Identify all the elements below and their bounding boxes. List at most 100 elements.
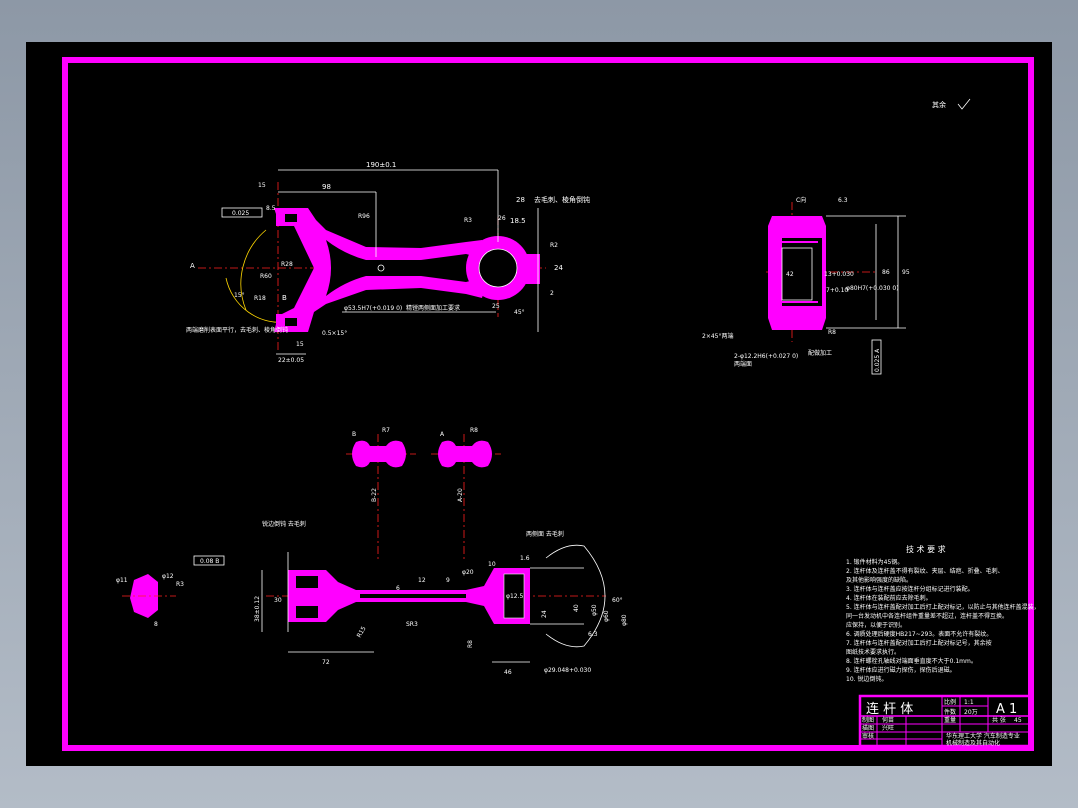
- dim-15-angle: 15°: [234, 292, 245, 299]
- dim-r28: R28: [281, 261, 293, 268]
- note-bottom: 两端磨削表面平行，去毛刺、棱角倒钝: [186, 326, 288, 334]
- dim-42: 42: [786, 271, 794, 278]
- drawn-label: 制图: [862, 716, 874, 724]
- dim-24c: 24: [541, 610, 548, 618]
- design-label: 描图: [862, 724, 874, 732]
- dim-r8: R8: [828, 329, 836, 336]
- side-lines: [782, 241, 818, 303]
- tolerance-c: 0.08 B: [200, 558, 219, 565]
- view-c-top: 0.08 B 锐边倒钝 去毛刺 两侧面 去毛刺 38±0.12 30 72 46…: [193, 520, 628, 676]
- qty-value: 20万: [964, 709, 978, 716]
- top-big-end-bore: [503, 573, 525, 619]
- tolerance-b: 0.025 A: [874, 348, 881, 372]
- dim-bolt-holes: 2-φ12.2H6(+0.027 0): [734, 353, 798, 360]
- dim-6-3: 6.3: [838, 197, 848, 204]
- dim-r96: R96: [358, 213, 370, 220]
- req-item-2: 2. 连杆体及连杆盖不得有裂纹、夹层、结疤、折叠、毛刺、: [846, 567, 1004, 575]
- dim-98: 98: [322, 183, 331, 191]
- req-item-11: 图纸技术要求执行。: [846, 648, 900, 656]
- side-cutout: [782, 238, 822, 306]
- req-item-7: 同一台发动机中各连杆组件重量差不超过，连杆盖不得互换。: [846, 612, 1008, 620]
- check-label: 审核: [862, 732, 874, 740]
- roughness-note: 其余: [932, 100, 946, 109]
- dim-r18: R18: [254, 295, 266, 302]
- dim-chamfer: 0.5×15°: [322, 330, 347, 337]
- dim-r8c: R8: [467, 640, 474, 648]
- dim-r3: R3: [464, 217, 472, 224]
- school-line-1: 华东理工大学 汽车制造专业: [946, 732, 1020, 740]
- tolerance-value: 0.025: [232, 210, 249, 217]
- cad-drawing: 其余 190±0.1 98 28 18.5 24 26 去毛刺、棱角: [62, 57, 1040, 751]
- note-bore: 精镗两侧面加工要求: [406, 304, 460, 312]
- roughness-symbol: [957, 98, 971, 110]
- note-ends: 两端面: [734, 360, 752, 368]
- sheet-size: A 1: [996, 702, 1017, 717]
- section-label-b: B: [352, 431, 356, 438]
- detail-view: φ11 φ12 8 R3: [116, 573, 184, 628]
- note-right-c: 两侧面 去毛刺: [526, 530, 564, 538]
- dim-bore-c: φ29.048+0.030: [544, 667, 591, 674]
- req-item-1: 1. 锻件材料为45钢。: [846, 558, 903, 566]
- qty-label: 件数: [944, 708, 956, 716]
- dim-r7: R7: [382, 427, 390, 434]
- section-a: [438, 440, 492, 468]
- dim-15c: φ20: [462, 569, 474, 576]
- dim-86: 86: [882, 269, 890, 276]
- title-block-frame: [858, 694, 1032, 748]
- dim-46: 46: [504, 669, 512, 676]
- top-web-groove: [360, 594, 466, 598]
- dim-sr: SR3: [406, 621, 418, 628]
- bolt-hole-top: [285, 214, 297, 222]
- req-item-3: 及其他影响强度的缺陷。: [846, 576, 912, 584]
- dim-72: 72: [322, 659, 330, 666]
- dim-28: 28: [516, 196, 525, 204]
- design-by: 兴旺: [882, 724, 894, 732]
- tolerance-frame: [221, 207, 263, 218]
- drawn-by: 何苗: [882, 716, 894, 724]
- tolerance-frame-b: [871, 339, 882, 375]
- dim-8d: 8: [154, 621, 158, 628]
- dim-38: 38±0.12: [254, 596, 261, 622]
- dim-bore-b: φ80H7(+0.030 0): [846, 285, 899, 292]
- req-item-5: 4. 连杆体在装配前应去除毛刺。: [846, 594, 932, 602]
- dim-46b: 10: [488, 561, 496, 568]
- dim-phi12: φ12: [162, 573, 174, 580]
- requirements-title: 技 术 要 求: [906, 544, 946, 554]
- dim-40: 40: [573, 604, 580, 612]
- dim-45deg: 45°: [514, 309, 525, 316]
- rod-web-cutout: [326, 240, 474, 296]
- dim-15: 15: [258, 182, 266, 189]
- ratio-value: 1:1: [964, 699, 974, 706]
- dim-phi11: φ11: [116, 577, 128, 584]
- tolerance-frame-c: [193, 555, 225, 566]
- view-a-front: 190±0.1 98 28 18.5 24 26 去毛刺、棱角倒钝 15 8.5…: [186, 161, 590, 364]
- section-label-a: A: [440, 431, 445, 438]
- req-item-14: 10. 锐边倒钝。: [846, 675, 887, 683]
- req-item-9: 6. 调质处理后硬度HB217~293。表面不允许有裂纹。: [846, 630, 992, 638]
- dim-r2: R2: [550, 242, 558, 249]
- dim-25: 25: [492, 303, 500, 310]
- req-item-13: 9. 连杆体应进行磁力探伤，探伤后退磁。: [846, 666, 956, 674]
- construction-arc-1: [240, 229, 267, 311]
- dim-95: 95: [902, 269, 910, 276]
- dim-22: 22±0.05: [278, 357, 304, 364]
- dim-12-5: φ12.5: [506, 593, 524, 600]
- dim-12: 12: [418, 577, 426, 584]
- dim-9: 9: [446, 577, 450, 584]
- label-a: A: [190, 262, 195, 270]
- dim-2: 2: [550, 290, 554, 297]
- view-b-side: C向 6.3 13+0.030 7+0.10 42 86 95 φ80H7(+0…: [702, 196, 910, 375]
- dim-phi60: φ60: [603, 610, 610, 622]
- dim-15b: 15: [296, 341, 304, 348]
- label-c-view: C向: [796, 196, 806, 204]
- dim-24: 24: [554, 264, 563, 272]
- school-line-2: 机械制造及其自动化: [946, 739, 1000, 747]
- dim-bore: φ53.5H7(+0.019 0): [344, 305, 402, 312]
- cross-sections: B R7 A R8 B-22 A-20: [346, 427, 501, 562]
- dim-30: 30: [274, 597, 282, 604]
- ratio-label: 比例: [944, 698, 956, 706]
- req-item-12: 8. 连杆螺栓孔轴线对端面垂直度不大于0.1mm。: [846, 657, 977, 665]
- dim-phi50: φ50: [591, 604, 598, 616]
- top-slot-2: [296, 606, 318, 618]
- oil-hole: [377, 264, 385, 272]
